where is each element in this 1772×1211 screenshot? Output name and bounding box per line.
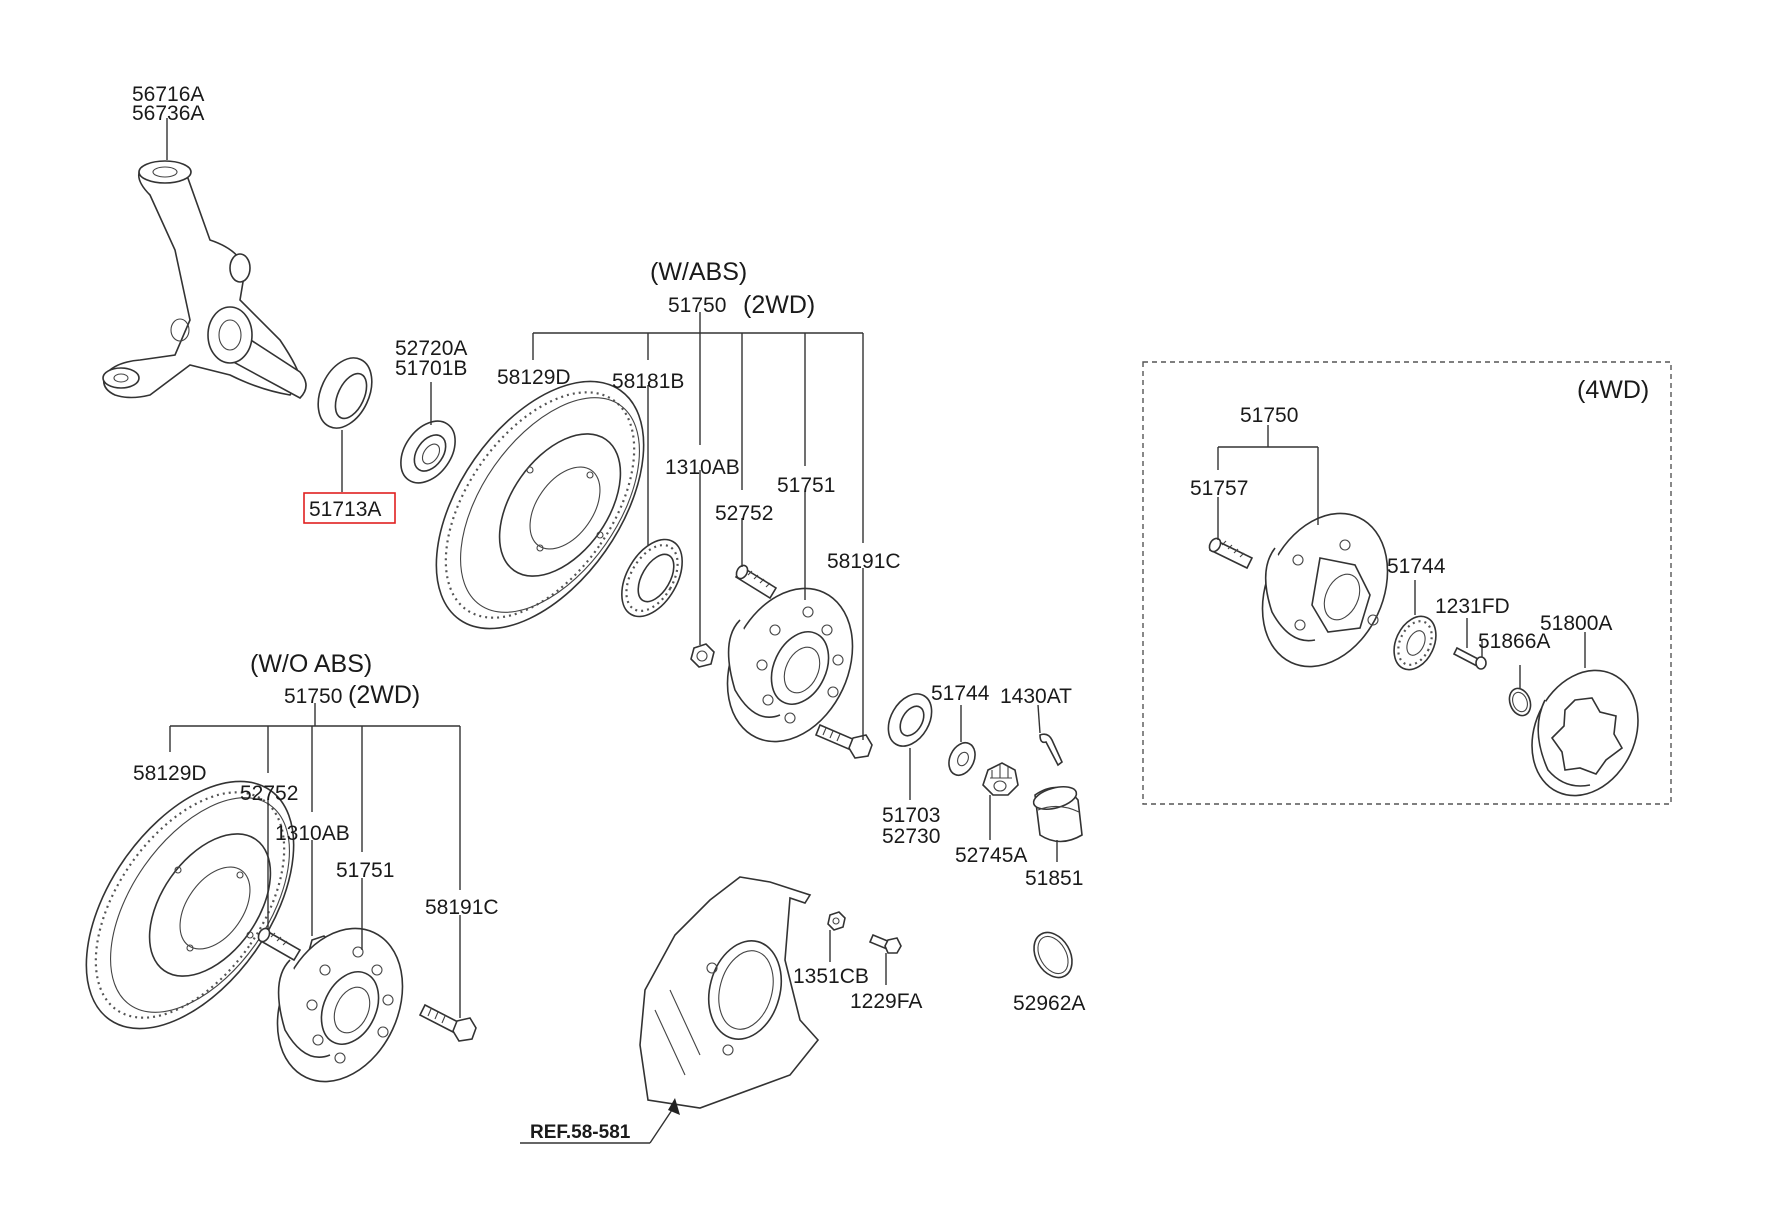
label-51800A: 51800A [1540, 612, 1612, 635]
label-58191C-bottom: 58191C [425, 896, 499, 919]
cotter-pin-1430AT-drawing [1039, 733, 1063, 767]
bearing-51703-drawing [887, 693, 933, 747]
label-58129D-bottom: 58129D [133, 762, 207, 785]
label-1310AB-top: 1310AB [665, 456, 740, 479]
bolt-1229FA-drawing [868, 933, 902, 954]
leader-lines [166, 118, 1586, 1144]
snap-ring-52962A-drawing [1033, 931, 1073, 979]
header-4wd: (4WD) [1577, 376, 1649, 404]
label-1351CB: 1351CB [793, 965, 869, 988]
label-ref-58-581: REF.58-581 [530, 1122, 631, 1143]
stud-52752-bottom-drawing [257, 927, 302, 962]
hub-51750-4wd-drawing [1261, 512, 1389, 668]
label-51750-top: 51750 [668, 294, 726, 317]
dust-shield-drawing [639, 876, 820, 1109]
label-1229FA: 1229FA [850, 990, 922, 1013]
four-wd-group-box [1142, 361, 1672, 805]
tone-ring-58181B-drawing [621, 538, 683, 618]
washer-51744-mid-drawing [948, 741, 976, 777]
castle-nut-52745A-drawing [982, 762, 1019, 796]
label-51851: 51851 [1025, 867, 1083, 890]
label-56716A: 56716A [132, 83, 204, 106]
o-ring-51866A-drawing [1508, 687, 1532, 717]
screw-1231FD-drawing [1452, 646, 1487, 670]
highlight-box-51713A [303, 492, 396, 524]
label-1231FD: 1231FD [1435, 595, 1510, 618]
bearing-52720A-drawing [400, 420, 456, 484]
label-1430AT: 1430AT [1000, 685, 1072, 708]
part-number-labels: 56716A 56736A 51713A 52720A 51701B 58129… [132, 83, 1612, 1143]
label-51750-bottom: 51750 [284, 685, 342, 708]
bolt-58191C-bottom-drawing [418, 1003, 477, 1042]
stud-52752-top-drawing [734, 564, 778, 600]
brake-disc-top-drawing [435, 380, 645, 630]
label-52730: 52730 [882, 825, 940, 848]
seal-51713A-drawing [317, 357, 373, 429]
steering-knuckle-drawing [102, 160, 307, 399]
label-52752-top: 52752 [715, 502, 773, 525]
label-51757: 51757 [1190, 477, 1248, 500]
washer-51744-4wd-drawing [1393, 615, 1437, 671]
label-51866A: 51866A [1478, 630, 1550, 653]
label-51703: 51703 [882, 804, 940, 827]
label-51701B: 51701B [395, 357, 467, 380]
header-w-abs: (W/ABS) [650, 258, 747, 286]
header-2wd-bottom: (2WD) [348, 681, 420, 709]
label-58191C-top: 58191C [827, 550, 901, 573]
header-2wd-top: (2WD) [743, 291, 815, 319]
bolt-58191C-top-drawing [814, 723, 873, 759]
label-51750-4wd: 51750 [1240, 404, 1298, 427]
hub-51751-top-drawing [726, 587, 854, 743]
label-56736A: 56736A [132, 102, 204, 125]
hub-51751-bottom-drawing [276, 927, 404, 1083]
header-wo-abs: (W/O ABS) [250, 650, 372, 678]
nut-1310AB-top-drawing [690, 643, 715, 668]
label-51744-4wd: 51744 [1387, 555, 1446, 578]
grease-cap-51851-drawing [1032, 785, 1083, 843]
label-52720A: 52720A [395, 337, 467, 360]
label-51744-mid: 51744 [931, 682, 990, 705]
label-51751-bottom: 51751 [336, 859, 394, 882]
label-51713A: 51713A [309, 498, 381, 521]
stud-51757-drawing [1208, 537, 1254, 570]
label-52962A: 52962A [1013, 992, 1085, 1015]
label-51751-top: 51751 [777, 474, 835, 497]
locking-hub-51800A-drawing [1531, 669, 1639, 797]
label-52752-bottom: 52752 [240, 782, 298, 805]
label-58129D-top: 58129D [497, 366, 571, 389]
brake-disc-bottom-drawing [85, 780, 295, 1030]
label-1310AB-bottom: 1310AB [275, 822, 350, 845]
nut-1351CB-drawing [827, 911, 846, 931]
header-labels: (W/ABS) (2WD) (W/O ABS) (2WD) (4WD) [250, 258, 1649, 709]
label-52745A: 52745A [955, 844, 1027, 867]
label-58181B: 58181B [612, 370, 684, 393]
